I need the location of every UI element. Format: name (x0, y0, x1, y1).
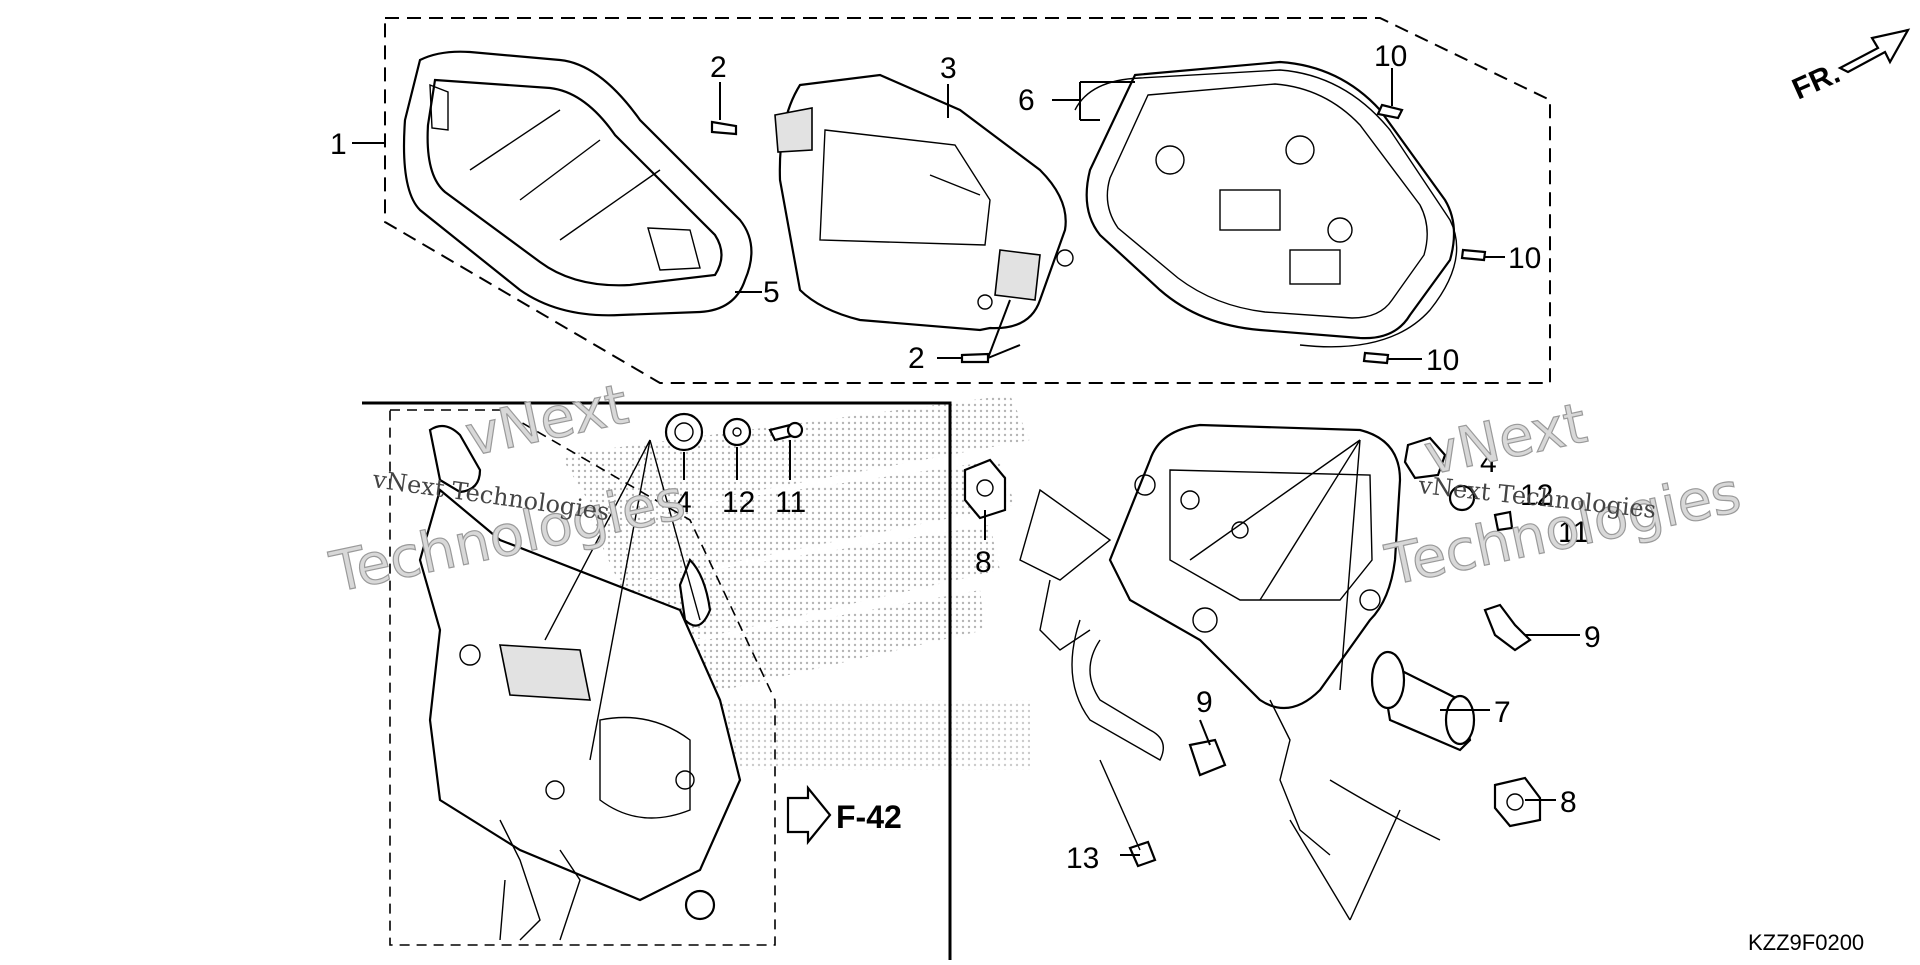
callout-8a: 8 (975, 546, 992, 579)
meter-lower-case-part (1074, 60, 1458, 348)
top-assembly-frame (384, 17, 1551, 384)
meter-lens-part (402, 50, 753, 317)
callout-9a: 9 (1196, 686, 1213, 719)
ref-arrow (786, 784, 832, 846)
callout-9b: 9 (1584, 621, 1601, 654)
top-screws (710, 103, 1487, 365)
meter-stay-bracket-right (1019, 423, 1441, 856)
front-direction-arrow (1837, 28, 1911, 74)
callout-12a: 12 (722, 486, 755, 519)
right-hardware (963, 436, 1542, 868)
callout-1: 1 (330, 128, 347, 161)
callout-10a: 10 (1374, 40, 1407, 73)
callout-6: 6 (1018, 84, 1035, 117)
callout-11b: 11 (1558, 516, 1589, 549)
left-hardware (544, 412, 804, 761)
callout-3: 3 (940, 52, 957, 85)
diagram-code: KZZ9F0200 (1748, 930, 1864, 955)
callout-10b: 10 (1508, 242, 1541, 275)
callout-13: 13 (1066, 842, 1099, 875)
meter-unit-part (774, 73, 1074, 332)
top-leader-lines (352, 68, 1505, 360)
front-label: FR. (1787, 57, 1845, 107)
callout-12b: 12 (1520, 479, 1553, 512)
callout-5: 5 (763, 276, 780, 309)
callout-4b: 4 (1480, 446, 1497, 479)
callout-10c: 10 (1426, 344, 1459, 377)
callout-7: 7 (1494, 696, 1511, 729)
cable-guide-part (1370, 650, 1476, 752)
callout-8b: 8 (1560, 786, 1577, 819)
ref-label: F-42 (836, 799, 902, 835)
left-inset-box (362, 401, 952, 960)
meter-stay-bracket-left (418, 424, 742, 941)
callout-2a: 2 (710, 51, 727, 84)
callout-4a: 4 (675, 486, 692, 519)
callout-2b: 2 (908, 342, 925, 375)
callout-labels: 1 2 2 3 4 4 5 6 7 8 8 9 9 10 10 10 11 11… (330, 40, 1601, 875)
right-leader-lines (984, 439, 1580, 921)
wing-logo-watermark (560, 395, 1030, 770)
callout-11a: 11 (775, 486, 806, 519)
